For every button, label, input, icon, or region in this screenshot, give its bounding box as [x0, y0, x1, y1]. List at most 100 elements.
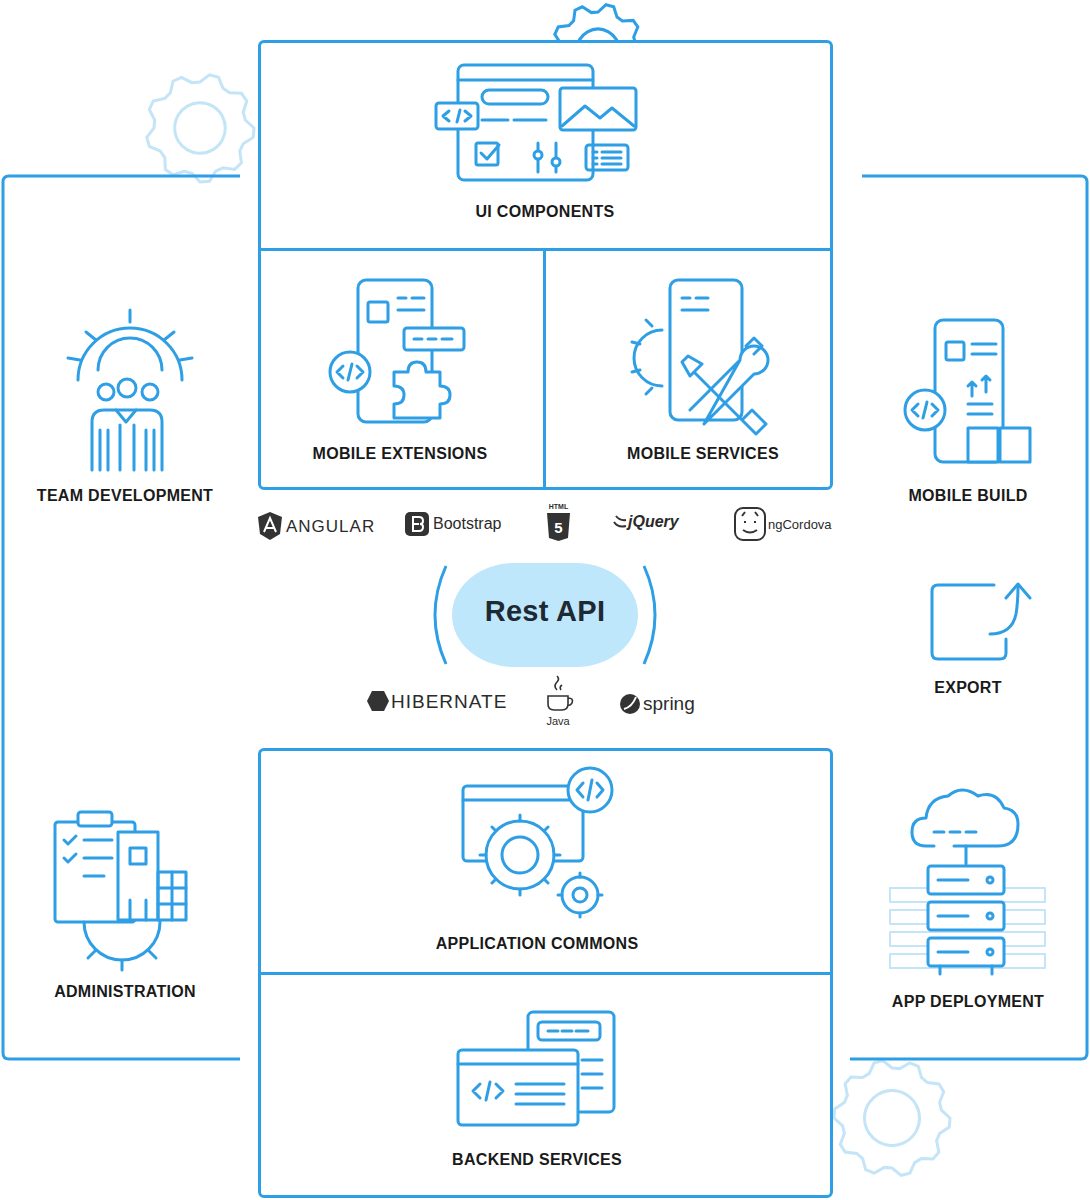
administration-icon-part [158, 872, 186, 920]
mobile-extensions-icon-part [368, 302, 388, 322]
application-commons-icon-part [502, 837, 538, 873]
tech-logo-part [548, 676, 573, 710]
backend-services-icon-part [458, 1050, 578, 1125]
app-deployment-icon-part [987, 949, 993, 955]
team-development-icon [68, 310, 192, 470]
ui-components-icon-part [534, 151, 542, 159]
administration-icon-part [78, 812, 112, 826]
app-deployment-icon-part [912, 790, 1018, 846]
ui-components-panel: UI COMPONENTSMOBILE EXTENSIONSMOBILE SER… [258, 40, 833, 490]
tech-logo-part [264, 518, 276, 532]
mobile-services-icon-part [634, 330, 662, 386]
app-deployment-icon-part [938, 880, 968, 952]
application-commons-icon-part [463, 799, 583, 802]
application-commons-icon-part [558, 873, 602, 917]
ui-components-icon-part [436, 103, 478, 129]
node-label: APPLICATION COMMONS [436, 935, 639, 953]
ui-components-icon-part [552, 158, 560, 166]
mobile-services-icon-part [670, 280, 742, 420]
node-label: TEAM DEVELOPMENT [37, 487, 213, 505]
administration-icon-part [158, 872, 186, 920]
mobile-extensions-icon-part [394, 362, 450, 418]
mobile-extensions-icon-part [337, 364, 363, 380]
spring-logo-text: spring [643, 694, 695, 713]
backend-services-icon [458, 1012, 614, 1125]
bootstrap-logo-text: Bootstrap [433, 516, 501, 532]
mobile-build-icon-part [968, 376, 990, 396]
node-label: MOBILE SERVICES [627, 445, 779, 463]
decorative-gear-part [834, 1061, 950, 1176]
app-deployment-icon-part [940, 966, 992, 974]
tech-logo-part [620, 694, 640, 714]
application-commons-icon [463, 768, 612, 917]
panel-ground [112, 40, 833, 1198]
ui-components-icon-part [593, 152, 621, 164]
team-development-icon-part [92, 410, 162, 470]
mobile-build-icon-part [972, 344, 996, 354]
ui-components-icon-part [586, 145, 628, 170]
export-icon [932, 584, 1030, 659]
node-label: EXPORT [934, 679, 1002, 697]
backend-services-icon-part [473, 1082, 503, 1100]
ngcordova-logo-text: ngCordova [768, 518, 832, 531]
side-bracket [3, 176, 1087, 1059]
backend-services-icon-part [516, 1084, 564, 1104]
right-group: MOBILE BUILDEXPORTAPP DEPLOYMENT [862, 176, 1088, 1060]
mobile-build-icon-part [946, 342, 964, 360]
export-icon-part [1006, 584, 1030, 598]
administration-icon-part [88, 950, 156, 970]
mobile-extensions-icon-part [404, 328, 464, 350]
mobile-build-icon [905, 320, 1030, 462]
node-label: BACKEND SERVICES [452, 1151, 622, 1169]
node-label: Rest API [485, 595, 606, 628]
ui-components-icon [436, 65, 636, 180]
backend-services-icon-part [582, 1060, 602, 1088]
mobile-build-icon-part [968, 404, 992, 414]
administration-icon [55, 812, 186, 970]
jquery-logo-text: jQuery [628, 514, 679, 530]
team-development-icon-part [142, 384, 158, 400]
mobile-services-cell: MOBILE SERVICES [546, 248, 830, 487]
mobile-services-icon-part [746, 338, 762, 354]
application-commons-icon-part [562, 877, 598, 913]
ui-components-icon-part [458, 79, 593, 82]
left-group: TEAM DEVELOPMENTADMINISTRATION [2, 176, 240, 1060]
application-commons-icon-part [577, 780, 603, 800]
side-bracket-part [850, 176, 1087, 1059]
team-development-icon-part [116, 410, 136, 422]
icon-layer-part [55, 65, 1045, 1125]
angular-logo-text: ANGULAR [286, 518, 375, 535]
mobile-build-icon-part [935, 320, 1003, 462]
application-commons-icon-part [480, 815, 560, 895]
ui-components-icon-part [481, 145, 499, 159]
backend-services-icon-part [458, 1063, 578, 1066]
ui-components-icon-part [443, 110, 471, 122]
tech-logo-part [624, 697, 636, 709]
mobile-build-icon-part [912, 402, 938, 418]
export-icon-part [990, 586, 1018, 634]
mobile-extensions-icon-part [414, 338, 452, 341]
tech-logo-part [405, 512, 429, 536]
tech-logo-part [547, 513, 570, 541]
panel-ground-part [258, 748, 833, 1198]
app-deployment-icon [890, 790, 1045, 974]
mobile-extensions-icon-part [398, 298, 424, 310]
mobile-services-icon [632, 280, 768, 434]
ui-components-icon-part [560, 88, 636, 130]
ui-components-icon-part [562, 106, 634, 126]
api-bracket-part [435, 566, 446, 664]
java-logo-text: Java [546, 716, 569, 727]
team-development-icon-part [78, 328, 182, 380]
backend-services-icon-part [538, 1022, 600, 1040]
rest-api-pill: Rest API [452, 563, 638, 667]
hibernate-logo-text: HIBERNATE [391, 692, 507, 711]
mobile-extensions-icon-part [330, 352, 370, 392]
decorative-gear-part [147, 75, 254, 182]
mobile-build-icon-part [1000, 428, 1030, 462]
mobile-services-icon-part [682, 298, 708, 310]
ui-components-icon-part [476, 143, 498, 165]
app-deployment-icon-part [987, 913, 993, 919]
app-deployment-icon-part [965, 846, 968, 864]
panel-ground-part [258, 40, 833, 490]
